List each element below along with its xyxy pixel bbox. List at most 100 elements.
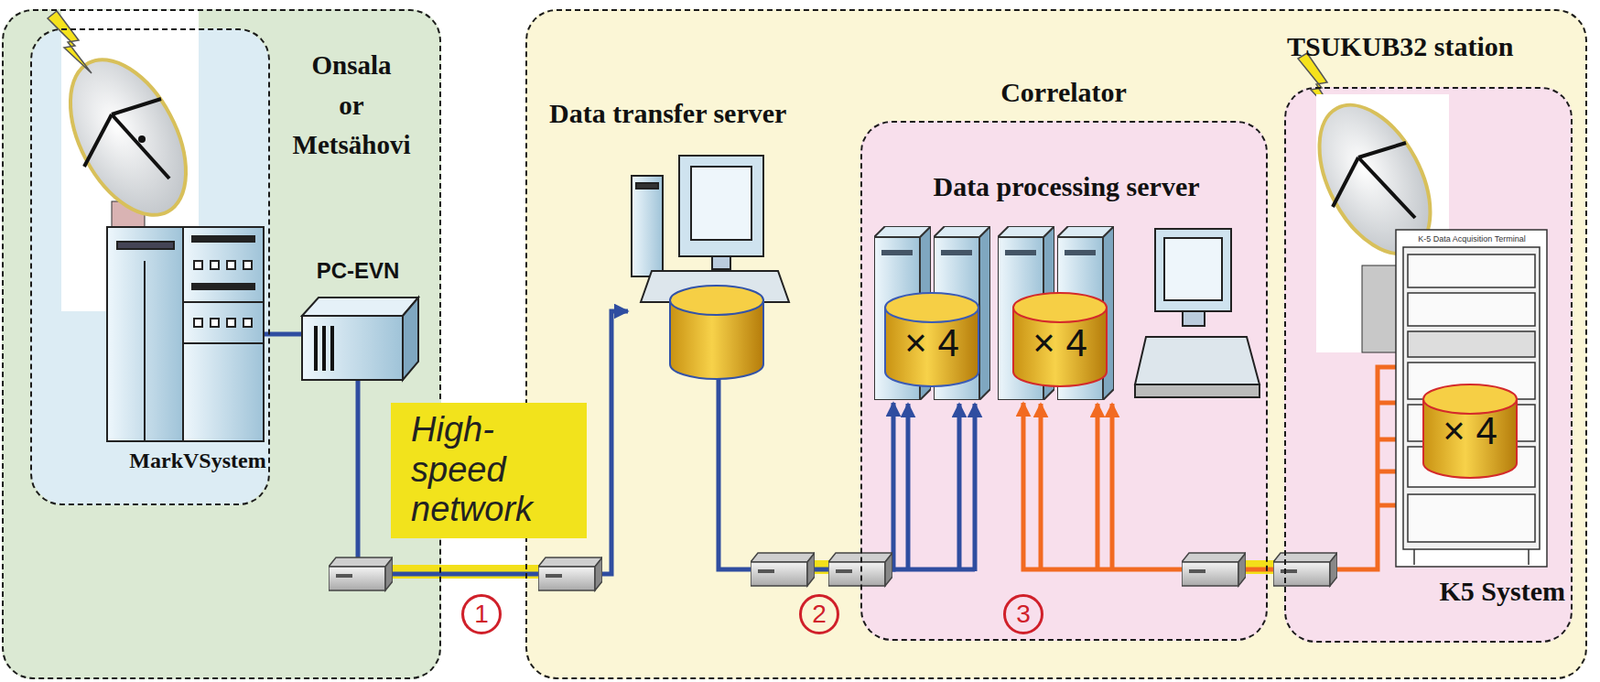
markv-rack bbox=[194, 260, 203, 270]
router-symbol bbox=[1181, 552, 1246, 586]
transfer-computer bbox=[679, 155, 764, 257]
console-computer bbox=[1135, 384, 1260, 398]
k5-rack bbox=[1527, 549, 1530, 565]
pc-evn-device bbox=[402, 297, 419, 380]
router-symbol bbox=[328, 552, 1338, 591]
correlator-name: Correlator bbox=[949, 76, 1179, 109]
k5-antenna bbox=[1362, 265, 1399, 353]
orange-wire bbox=[1282, 367, 1396, 570]
markv-rack bbox=[227, 318, 236, 327]
processing-server: Data processing server bbox=[869, 169, 1264, 403]
k5-rack bbox=[1403, 247, 1540, 550]
blue-wire bbox=[957, 403, 963, 570]
orange-wire bbox=[1377, 469, 1396, 475]
markv-rack bbox=[192, 236, 255, 242]
station-name: TSUKUB32 station bbox=[1286, 31, 1514, 64]
server-name: Data transfer server bbox=[549, 97, 787, 130]
transfer-computer bbox=[712, 256, 731, 270]
lightning-symbol bbox=[47, 10, 92, 74]
markv-rack bbox=[117, 241, 174, 249]
region-fill bbox=[860, 120, 1268, 641]
router-symbol bbox=[750, 552, 815, 586]
markv-rack bbox=[183, 342, 264, 345]
orange-wire bbox=[1377, 503, 1396, 509]
antenna-illustration bbox=[138, 135, 146, 143]
markv-rack bbox=[183, 301, 264, 303]
pc-evn-device bbox=[330, 325, 335, 371]
pc-evn-device bbox=[302, 315, 403, 380]
edge-group bbox=[357, 311, 1285, 574]
antenna-illustration bbox=[111, 114, 170, 179]
system-name: K5 System bbox=[1405, 575, 1566, 608]
router-symbol bbox=[538, 557, 603, 591]
k5-rack bbox=[1407, 292, 1536, 326]
network-name: High- speed network bbox=[410, 410, 567, 530]
data-link bbox=[1023, 402, 1285, 570]
server-name: Data processing server bbox=[869, 171, 1264, 204]
orange-wire bbox=[1377, 400, 1396, 406]
region-fill bbox=[1, 9, 442, 680]
blue-wire bbox=[891, 567, 975, 573]
orange-wire bbox=[1038, 403, 1044, 570]
k5-rack bbox=[1413, 549, 1416, 565]
orange-wire bbox=[1377, 437, 1396, 443]
console-computer bbox=[1135, 228, 1260, 398]
transfer-computer bbox=[636, 183, 659, 189]
pc-evn-device bbox=[302, 297, 419, 380]
markv-rack bbox=[243, 318, 252, 327]
disk-count: × 4 bbox=[1421, 409, 1519, 454]
pc-evn-device bbox=[313, 325, 318, 371]
router-symbol bbox=[328, 557, 393, 591]
markv-rack bbox=[107, 227, 264, 442]
markv-rack bbox=[183, 227, 264, 442]
markv-rack bbox=[194, 260, 252, 327]
console-computer bbox=[1182, 311, 1205, 326]
server-rack bbox=[874, 226, 1114, 400]
markv-rack bbox=[194, 318, 203, 327]
markv-rack bbox=[210, 318, 219, 327]
region-fill bbox=[525, 9, 1588, 680]
transfer-computer bbox=[631, 155, 790, 379]
k5-rack bbox=[1407, 494, 1536, 542]
network-tag: High- speed network bbox=[390, 402, 587, 539]
antenna-illustration bbox=[46, 40, 210, 234]
markv-rack bbox=[107, 227, 184, 442]
antenna-illustration bbox=[111, 98, 162, 115]
data-link bbox=[718, 378, 894, 570]
k5-antenna bbox=[1332, 142, 1416, 218]
orange-wire bbox=[1095, 403, 1101, 570]
disk-count: × 4 bbox=[883, 321, 981, 366]
markv-rack bbox=[243, 260, 252, 270]
pc-evn-device bbox=[315, 325, 333, 371]
k5-antenna bbox=[1358, 142, 1406, 158]
markv-rack bbox=[192, 283, 255, 290]
blue-wire bbox=[906, 403, 911, 570]
k5-antenna bbox=[1332, 157, 1359, 207]
transfer-server: Data transfer server bbox=[627, 152, 793, 379]
site-region: Onsala or MetsähoviMarkVSystem PC-EVN bbox=[1, 9, 442, 680]
console-computer bbox=[1155, 228, 1232, 312]
k5-antenna bbox=[1358, 157, 1416, 218]
k5-rack bbox=[1407, 254, 1536, 288]
markv-rack bbox=[227, 260, 236, 270]
console-computer bbox=[1135, 336, 1260, 385]
device-name: PC-EVN bbox=[295, 258, 421, 284]
region-fill bbox=[1, 9, 1588, 680]
transfer-computer bbox=[691, 166, 752, 240]
callout-number: 2 bbox=[799, 594, 840, 635]
site-name: Onsala or Metsähovi bbox=[282, 45, 421, 166]
system-name: MarkVSystem bbox=[124, 448, 271, 475]
antenna-site-box: MarkVSystem bbox=[30, 28, 271, 506]
router-symbol bbox=[1273, 552, 1338, 586]
orange-wire bbox=[1110, 403, 1115, 570]
antenna-illustration bbox=[84, 98, 170, 179]
callout-number: 1 bbox=[461, 594, 502, 635]
correlator-region: CorrelatorData processing server bbox=[860, 120, 1268, 641]
markv-rack bbox=[210, 260, 219, 270]
pc-evn-device bbox=[302, 297, 419, 316]
callout-number: 3 bbox=[1003, 594, 1044, 635]
k5-rack bbox=[1407, 331, 1536, 357]
console-computer bbox=[1164, 237, 1222, 301]
